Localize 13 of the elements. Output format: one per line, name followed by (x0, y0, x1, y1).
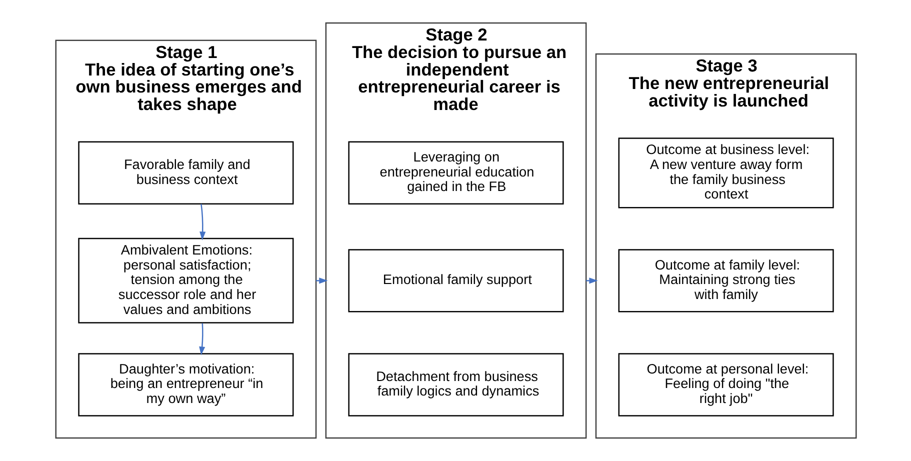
node-box: Leveraging on entrepreneurial education gained in the FB (348, 141, 564, 204)
node-box: Daughter’s motivation: being an entrepreneur “in my own way” (78, 353, 294, 416)
node-box: Emotional family support (348, 249, 564, 312)
node-box: Favorable family and business context (78, 141, 294, 204)
node-box: Ambivalent Emotions: personal satisfaction; tension among the successor role and her values and ambitions (78, 238, 294, 324)
arrow (199, 204, 206, 240)
arrow (198, 323, 205, 356)
arrow (316, 278, 328, 284)
node-box: Outcome at personal level: Feeling of doing "the right job" (618, 353, 834, 416)
node-box: Detachment from business family logics and dynamics (348, 353, 564, 416)
arrow (586, 278, 598, 284)
node-box: Outcome at business level: A new venture away form the family business context (618, 138, 834, 208)
node-box: Outcome at family level: Maintaining strong ties with family (618, 249, 834, 312)
